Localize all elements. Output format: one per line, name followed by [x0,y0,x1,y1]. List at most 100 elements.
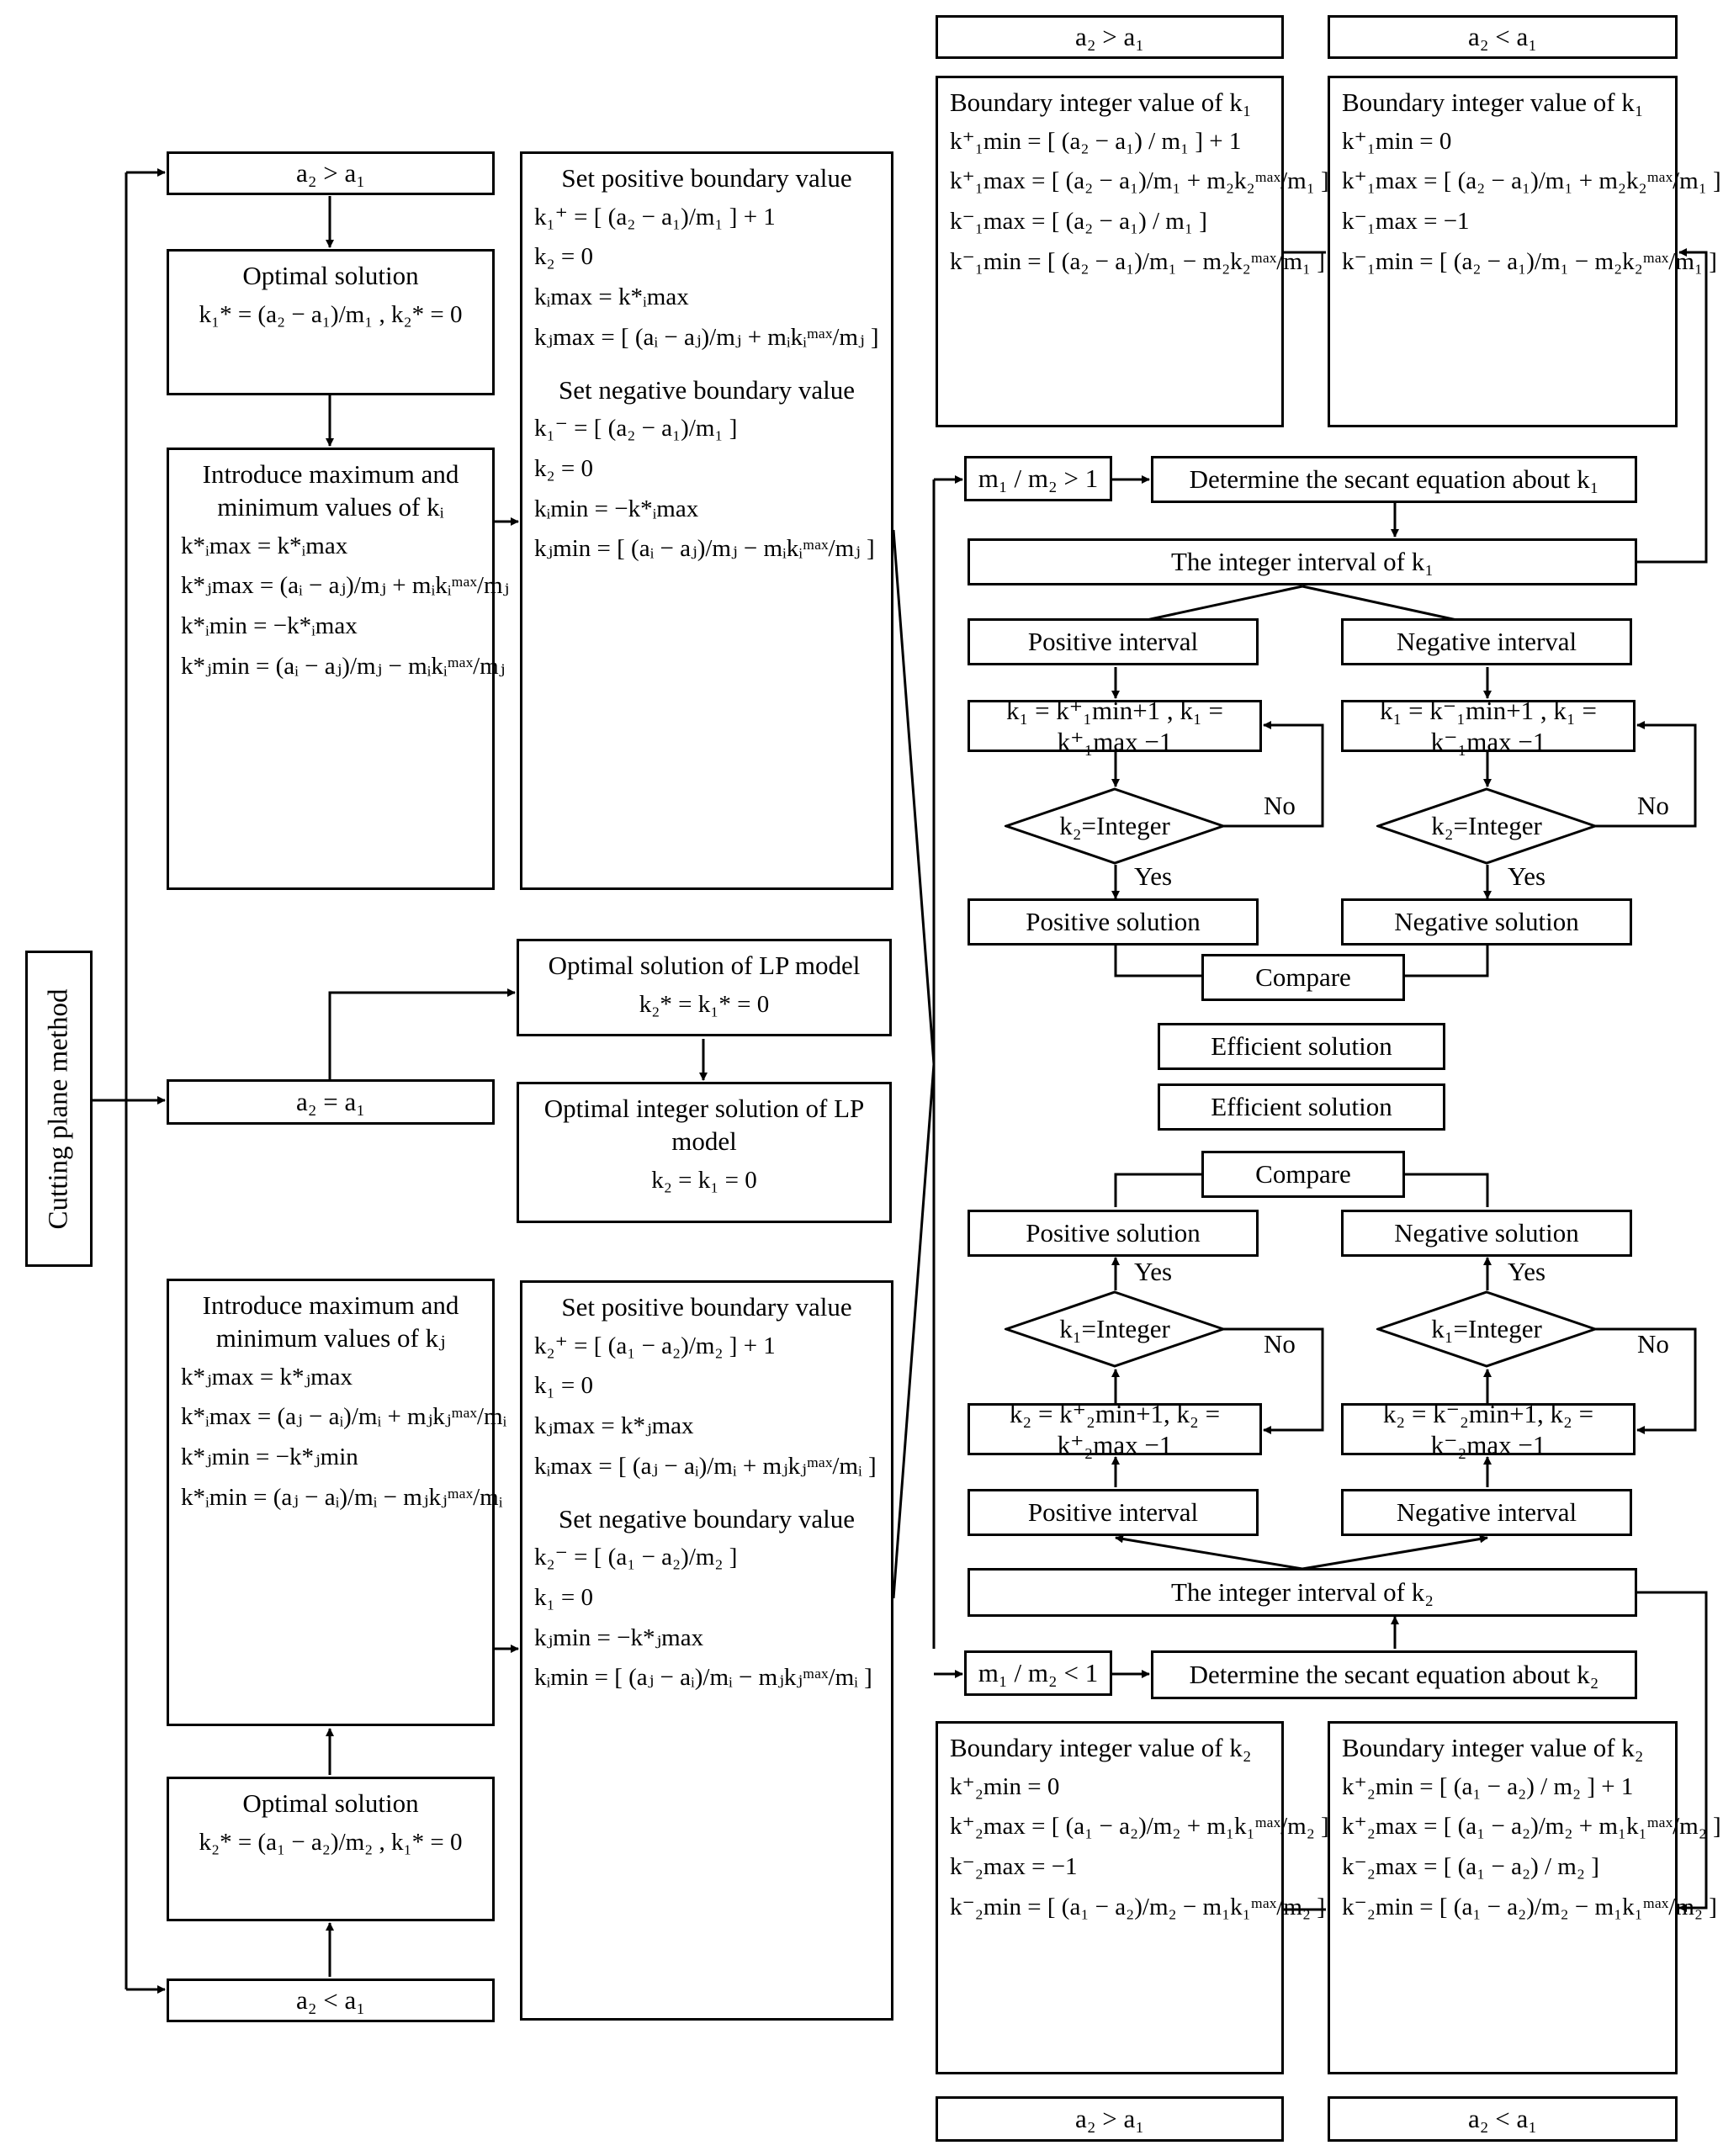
method-label: Cutting plane method [25,951,93,1267]
yes-label-top-right: Yes [1508,861,1546,891]
negative-solution-bottom: Negative solution [1341,1210,1632,1257]
negative-solution-top: Negative solution [1341,898,1632,946]
bd-bl-eq-4: k⁻₂min = [ (a₁ − a₂)/m₂ − m₁k₁ᵐᵃˣ/m₂ ] [950,1893,1325,1920]
boundary-k1-left: Boundary integer value of k₁ k⁺₁min = [ … [936,76,1329,427]
set-neg-eq-4: kⱼmin = [ (aᵢ − aⱼ)/mⱼ − mᵢkᵢᵐᵃˣ/mⱼ ] [534,535,875,563]
introduce-kj-eq-1: k*ⱼmax = k*ⱼmax [181,1363,353,1391]
set-boundary-i-box: Set positive boundary value k₁⁺ = [ (a₂ … [520,151,893,890]
set-pos-j-eq-4: kᵢmax = [ (aⱼ − aᵢ)/mᵢ + mⱼkⱼᵐᵃˣ/mᵢ ] [534,1452,877,1480]
bd-tr-eq-3: k⁻₁max = −1 [1342,208,1470,236]
condition-a2-gt-a1: a₂ > a₁ [167,151,495,195]
bd-tl-eq-2: k⁺₁max = [ (a₂ − a₁)/m₁ + m₂k₂ᵐᵃˣ/m₁ ] [950,167,1329,195]
bd-tr-eq-1: k⁺₁min = 0 [1342,127,1452,155]
bd-tr-eq-4: k⁻₁min = [ (a₂ − a₁)/m₁ − m₂k₂ᵐᵃˣ/m₁ ] [1342,247,1717,275]
no-label-top-right: No [1637,791,1669,820]
yes-label-bottom-right: Yes [1508,1257,1546,1286]
optimal-solution-formula: k₁* = (a₂ − a₁)/m₁ , k₂* = 0 [199,300,463,328]
top-condition-left: a₂ > a₁ [936,15,1284,59]
introduce-kj-eq-3: k*ⱼmin = −k*ⱼmin [181,1443,358,1470]
decision-k1-integer-left: k₁=Integer [1005,1290,1225,1368]
set-pos-j-eq-3: kⱼmax = k*ⱼmax [534,1412,694,1440]
bd-bl-eq-2: k⁺₂max = [ (a₁ − a₂)/m₂ + m₁k₁ᵐᵃˣ/m₂ ] [950,1813,1329,1841]
introduce-kj-title: Introduce maximum and minimum values of … [202,1290,459,1353]
boundary-k2-left-title: Boundary integer value of k₂ [950,1733,1252,1762]
integer-interval-k1: The integer interval of k₁ [968,538,1637,585]
set-pos-eq-2: k₂ = 0 [534,243,593,271]
efficient-solution-bottom: Efficient solution [1158,1083,1445,1131]
boundary-k1-right-title: Boundary integer value of k₁ [1342,87,1644,117]
set-neg-j-eq-4: kᵢmin = [ (aⱼ − aᵢ)/mᵢ − mⱼkⱼᵐᵃˣ/mᵢ ] [534,1664,872,1692]
optimal-solution-bottom: Optimal solution k₂* = (a₁ − a₂)/m₂ , k₁… [167,1777,495,1921]
boundary-k1-left-title: Boundary integer value of k₁ [950,87,1252,117]
boundary-k2-right: Boundary integer value of k₂ k⁺₂min = [ … [1328,1721,1721,2074]
set-negative-title: Set negative boundary value [558,374,856,405]
set-pos-j-eq-2: k₁ = 0 [534,1372,593,1400]
set-negative-title-j: Set negative boundary value [558,1503,856,1534]
set-neg-j-eq-1: k₂⁻ = [ (a₁ − a₂)/m₂ ] [534,1544,738,1571]
introduce-kj-eq-2: k*ᵢmax = (aⱼ − aᵢ)/mᵢ + mⱼkⱼᵐᵃˣ/mᵢ [181,1403,507,1431]
condition-a2-eq-a1: a₂ = a₁ [167,1079,495,1125]
introduce-ki-title: Introduce maximum and minimum values of … [202,459,459,522]
set-positive-title: Set positive boundary value [561,163,852,193]
decision-k2-integer-left: k₂=Integer [1005,787,1225,865]
introduce-ki-eq-1: k*ᵢmax = k*ᵢmax [181,532,348,559]
lp-integer-box: Optimal integer solution of LP model k₂ … [517,1082,892,1223]
negative-interval-bottom: Negative interval [1341,1489,1632,1536]
set-neg-eq-1: k₁⁻ = [ (a₂ − a₁)/m₁ ] [534,415,738,442]
introduce-kj-eq-4: k*ᵢmin = (aⱼ − aᵢ)/mᵢ − mⱼkⱼᵐᵃˣ/mᵢ [181,1483,503,1511]
positive-interval-bottom: Positive interval [968,1489,1259,1536]
no-label-bottom-right: No [1637,1329,1669,1359]
ratio-gt-1: m₁ / m₂ > 1 [964,456,1112,501]
positive-solution-top: Positive solution [968,898,1259,946]
bd-br-eq-4: k⁻₂min = [ (a₁ − a₂)/m₂ − m₁k₁ᵐᵃˣ/m₂ ] [1342,1893,1717,1920]
introduce-ki-box: Introduce maximum and minimum values of … [167,448,510,890]
iterate-k2-positive: k₂ = k⁺₂min+1, k₂ = k⁺₂max −1 [968,1399,1262,1459]
lp-integer-eq: k₂ = k₁ = 0 [651,1166,757,1194]
lp-integer-title: Optimal integer solution of LP model [543,1094,865,1156]
set-neg-eq-2: k₂ = 0 [534,454,593,482]
boundary-k2-right-title: Boundary integer value of k₂ [1342,1733,1644,1762]
set-pos-eq-1: k₁⁺ = [ (a₂ − a₁)/m₁ ] + 1 [534,203,776,230]
condition-a2-lt-a1: a₂ < a₁ [167,1979,495,2022]
iterate-k1-negative: k₁ = k⁻₁min+1 , k₁ = k⁻₁max −1 [1341,696,1636,756]
decision-k1-integer-right: k₁=Integer [1376,1290,1597,1368]
top-condition-right: a₂ < a₁ [1328,15,1678,59]
compare-bottom: Compare [1201,1151,1405,1198]
introduce-ki-eq-2: k*ⱼmax = (aᵢ − aⱼ)/mⱼ + mᵢkᵢᵐᵃˣ/mⱼ [181,572,510,600]
boundary-k2-left: Boundary integer value of k₂ k⁺₂min = 0 … [936,1721,1329,2074]
optimal-solution-bottom-title: Optimal solution [242,1788,419,1818]
set-pos-eq-3: kᵢmax = k*ᵢmax [534,283,689,311]
set-neg-eq-3: kᵢmin = −k*ᵢmax [534,495,699,522]
secant-k1-box: Determine the secant equation about k₁ [1151,456,1637,503]
bd-tl-eq-1: k⁺₁min = [ (a₂ − a₁) / m₁ ] + 1 [950,127,1242,155]
set-pos-j-eq-1: k₂⁺ = [ (a₁ − a₂)/m₂ ] + 1 [534,1332,776,1359]
bd-br-eq-2: k⁺₂max = [ (a₁ − a₂)/m₂ + m₁k₁ᵐᵃˣ/m₂ ] [1342,1813,1721,1841]
positive-interval-top: Positive interval [968,618,1259,665]
set-neg-j-eq-2: k₁ = 0 [534,1583,593,1611]
yes-label-bottom-left: Yes [1134,1257,1173,1286]
bd-br-eq-1: k⁺₂min = [ (a₁ − a₂) / m₂ ] + 1 [1342,1772,1634,1800]
ratio-lt-1: m₁ / m₂ < 1 [964,1650,1112,1696]
efficient-solution-top: Efficient solution [1158,1023,1445,1070]
lp-optimal-eq: k₂* = k₁* = 0 [639,990,770,1018]
bd-br-eq-3: k⁻₂max = [ (a₁ − a₂) / m₂ ] [1342,1853,1599,1881]
set-pos-eq-4: kⱼmax = [ (aᵢ − aⱼ)/mⱼ + mᵢkᵢᵐᵃˣ/mⱼ ] [534,323,879,351]
optimal-solution-title: Optimal solution [242,261,419,290]
bd-tr-eq-2: k⁺₁max = [ (a₂ − a₁)/m₁ + m₂k₂ᵐᵃˣ/m₁ ] [1342,167,1721,195]
no-label-bottom-left: No [1264,1329,1296,1359]
bd-bl-eq-3: k⁻₂max = −1 [950,1853,1078,1881]
decision-k2-integer-right: k₂=Integer [1376,787,1597,865]
set-neg-j-eq-3: kⱼmin = −k*ⱼmax [534,1624,704,1651]
no-label-top-left: No [1264,791,1296,820]
bd-tl-eq-4: k⁻₁min = [ (a₂ − a₁)/m₁ − m₂k₂ᵐᵃˣ/m₁ ] [950,247,1325,275]
optimal-solution-top: Optimal solution k₁* = (a₂ − a₁)/m₁ , k₂… [167,249,495,395]
negative-interval-top: Negative interval [1341,618,1632,665]
introduce-ki-eq-4: k*ⱼmin = (aᵢ − aⱼ)/mⱼ − mᵢkᵢᵐᵃˣ/mⱼ [181,652,506,680]
introduce-kj-box: Introduce maximum and minimum values of … [167,1279,507,1726]
bottom-condition-right: a₂ < a₁ [1328,2096,1678,2142]
bd-bl-eq-1: k⁺₂min = 0 [950,1772,1060,1800]
integer-interval-k2: The integer interval of k₂ [968,1568,1637,1617]
compare-top: Compare [1201,954,1405,1001]
